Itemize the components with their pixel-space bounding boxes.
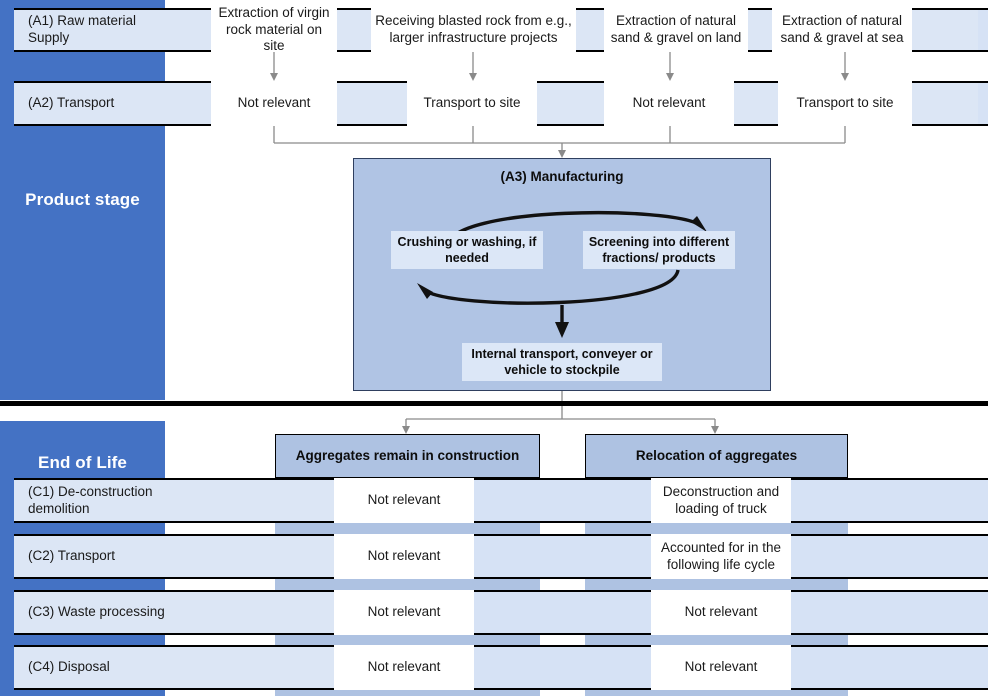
cell-a2-4: Transport to site	[778, 81, 912, 126]
spacer-a1-3	[748, 8, 772, 52]
manufacturing-bottom-box: Internal transport, conveyer or vehicle …	[462, 343, 662, 381]
manufacturing-title: (A3) Manufacturing	[500, 169, 624, 184]
row-label-c4: (C4) Disposal	[14, 645, 334, 690]
stage-label-end-of-life-text: End of Life	[38, 452, 127, 472]
cell-a1-2: Receiving blasted rock from e.g., larger…	[371, 8, 576, 52]
cell-c2-1: Not relevant	[334, 534, 474, 579]
row-label-a2: (A2) Transport	[14, 81, 211, 126]
cell-c4-1: Not relevant	[334, 645, 474, 690]
cell-a2-1: Not relevant	[211, 81, 337, 126]
manufacturing-right-box: Screening into different fractions/ prod…	[583, 231, 735, 269]
spacer-a1-1	[337, 8, 371, 52]
cell-a2-3: Not relevant	[604, 81, 734, 126]
row-label-c1: (C1) De-construction demolition	[14, 478, 334, 523]
cell-a1-4: Extraction of natural sand & gravel at s…	[772, 8, 912, 52]
spacer-a1-2	[576, 8, 604, 52]
cell-c1-2: Deconstruction and loading of truck	[651, 478, 791, 523]
stage-divider	[0, 401, 988, 406]
row-label-a1: (A1) Raw material Supply	[14, 8, 211, 52]
spacer-a2-2	[537, 81, 604, 126]
row-label-c3: (C3) Waste processing	[14, 590, 334, 635]
cell-a1-1: Extraction of virgin rock material on si…	[211, 5, 337, 53]
cell-c3-2: Not relevant	[651, 590, 791, 635]
spacer-a2-4	[912, 81, 978, 126]
row-label-c2: (C2) Transport	[14, 534, 334, 579]
manufacturing-left-box: Crushing or washing, if needed	[391, 231, 543, 269]
cell-c2-2: Accounted for in the following life cycl…	[651, 534, 791, 579]
cell-a1-3: Extraction of natural sand & gravel on l…	[604, 8, 748, 52]
cell-c3-1: Not relevant	[334, 590, 474, 635]
cell-c4-2: Not relevant	[651, 645, 791, 690]
stage-label-product-text: Product stage	[25, 190, 140, 209]
branch-header-relocation: Relocation of aggregates	[585, 434, 848, 478]
spacer-a2-3	[734, 81, 778, 126]
spacer-a1-4	[912, 8, 978, 52]
spacer-a2-1	[337, 81, 407, 126]
stage-label-product: Product stage	[0, 0, 165, 400]
branch-header-aggregates-remain: Aggregates remain in construction	[275, 434, 540, 478]
cell-a2-2: Transport to site	[407, 81, 537, 126]
cell-c1-1: Not relevant	[334, 478, 474, 523]
